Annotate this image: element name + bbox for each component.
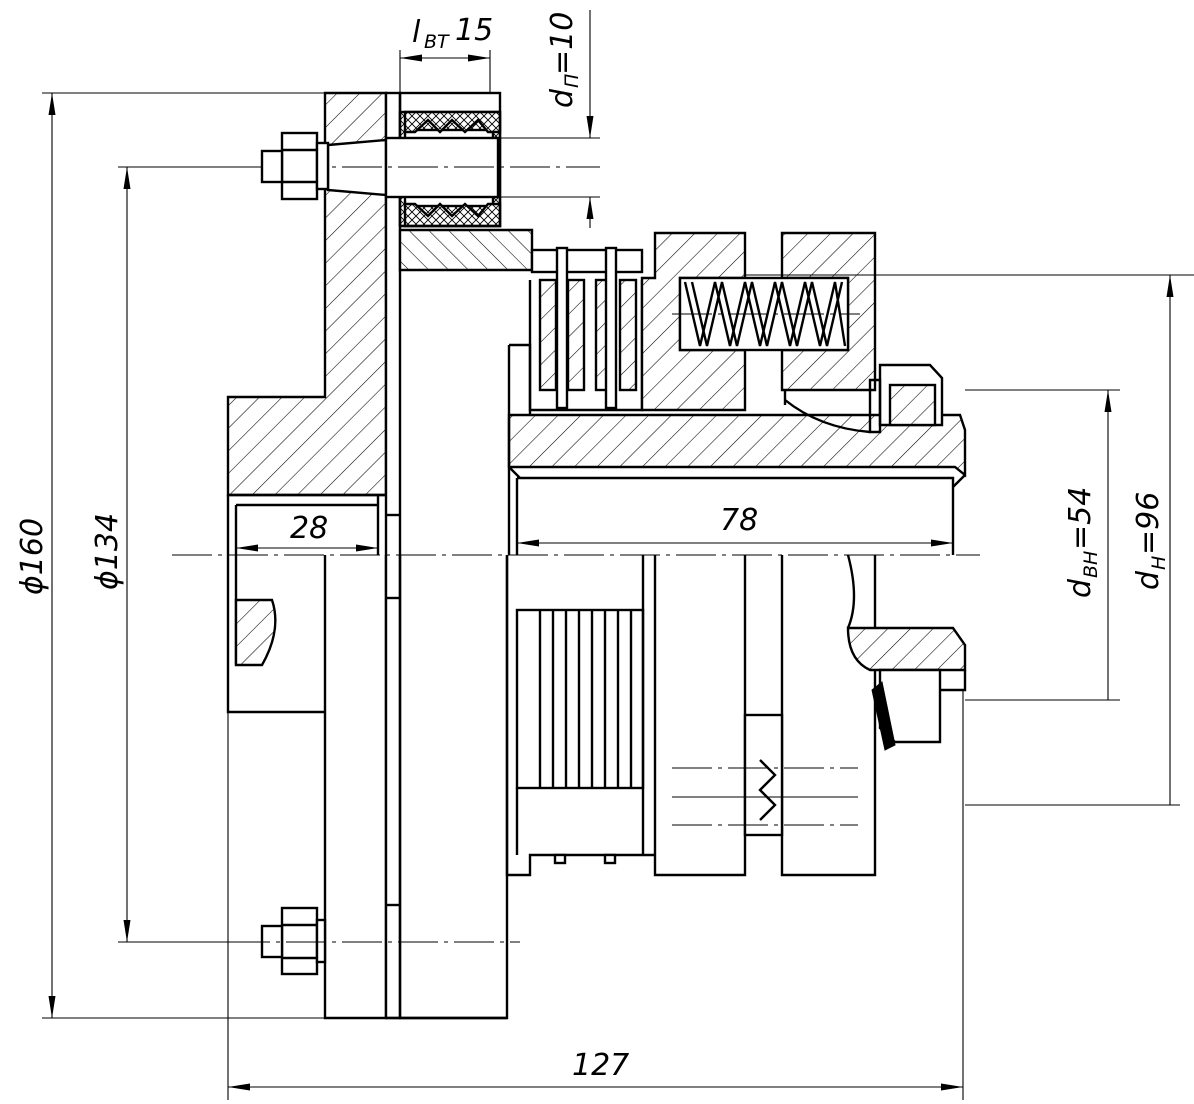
dim-lbt-value: 15 (455, 13, 493, 48)
dim-dn: d H =96 (965, 275, 1180, 806)
dim-lbt-symbol: l (412, 15, 421, 50)
dim-28: 28 (236, 511, 378, 552)
end-retaining-nut (783, 363, 944, 434)
dim-78-label: 78 (720, 503, 758, 538)
friction-disk-pack (528, 246, 644, 412)
right-lower-view (505, 554, 967, 877)
dim-lbt: l BT 15 (399, 13, 493, 93)
dim-28-label: 28 (290, 511, 328, 546)
dim-dp-value: =10 (545, 12, 580, 75)
dim-dvn-subscript: BH (1080, 551, 1102, 578)
dim-dvn-value: =54 (1063, 487, 1098, 550)
dim-dvn: d BH =54 (965, 389, 1120, 701)
dim-dp-symbol: d (545, 88, 580, 108)
dim-dn-value: =96 (1131, 492, 1166, 555)
dim-78: 78 (517, 503, 953, 547)
dim-127: 127 (227, 690, 964, 1100)
right-flange-view (386, 555, 509, 1020)
disk-ribs (538, 610, 633, 788)
dim-dn-symbol: d (1131, 570, 1166, 590)
dim-d134: ϕ134 (90, 166, 262, 943)
upper-pin-bolt (118, 131, 600, 201)
dim-d134-label: ϕ134 (90, 513, 125, 590)
dim-lbt-subscript: BT (424, 31, 450, 53)
pressure-plates (640, 231, 1194, 412)
dim-d160: ϕ160 (15, 92, 325, 1019)
dim-dvn-symbol: d (1063, 578, 1098, 598)
dim-d160-label: ϕ160 (15, 518, 50, 595)
dim-127-label: 127 (572, 1048, 629, 1083)
dim-dp: d П =10 (545, 10, 594, 228)
dim-dn-subscript: H (1148, 556, 1170, 570)
lower-pin-bolt (118, 906, 520, 976)
dim-dp-subscript: П (561, 74, 583, 88)
